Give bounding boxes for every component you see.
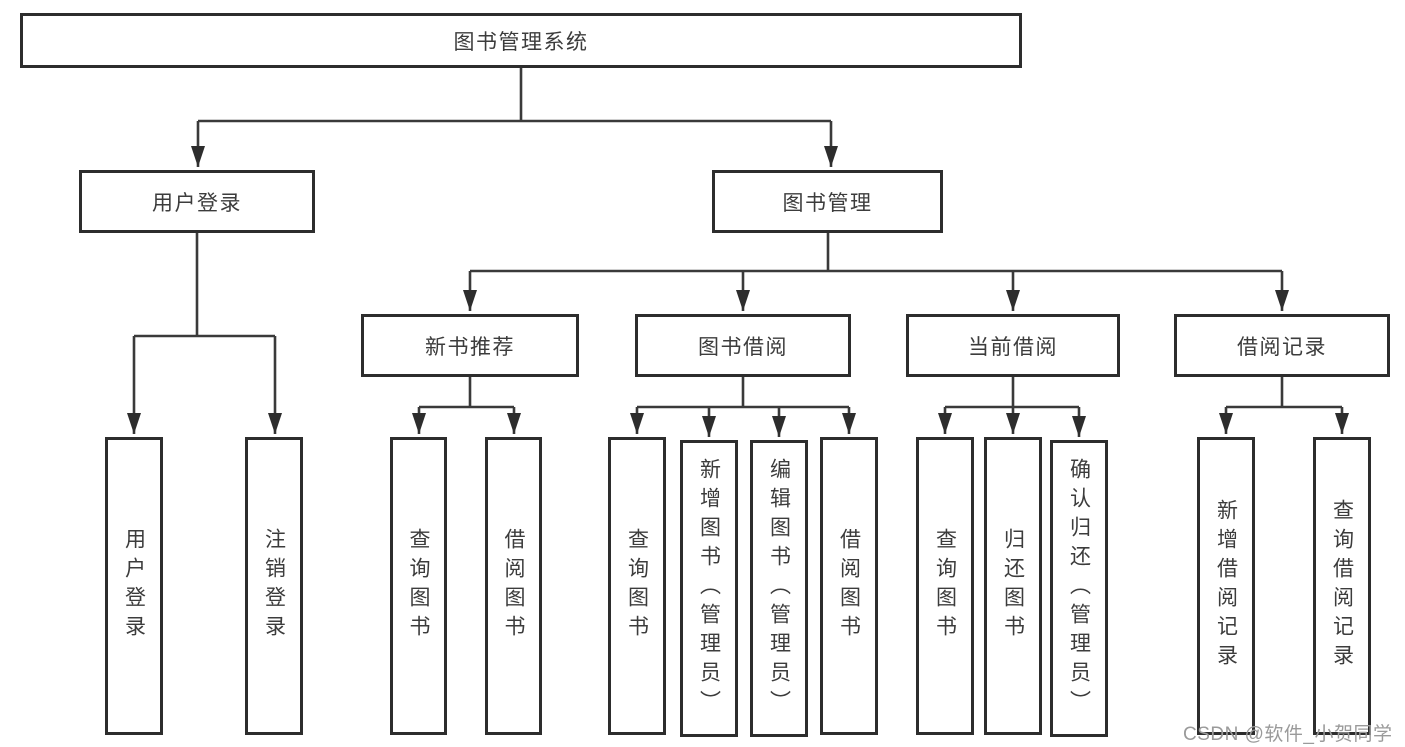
node-label: 图书管理系统 <box>453 30 589 54</box>
node-current-query-books: 查询图书 <box>916 437 974 735</box>
node-label: 图书借阅 <box>698 335 788 359</box>
node-add-book-admin: 新增图书（管理员） <box>680 440 738 737</box>
node-label: 当前借阅 <box>968 335 1058 359</box>
node-label: 用户登录 <box>122 528 146 644</box>
node-return-book: 归还图书 <box>984 437 1042 735</box>
node-user-login: 用户登录 <box>79 170 315 233</box>
node-label: 查询图书 <box>407 528 430 644</box>
node-add-borrow-record: 新增借阅记录 <box>1197 437 1255 735</box>
node-new-book-recommend: 新书推荐 <box>361 314 579 377</box>
node-book-management: 图书管理 <box>712 170 943 233</box>
node-label: 查询图书 <box>933 528 957 644</box>
node-recommend-borrow-books: 借阅图书 <box>485 437 542 735</box>
node-label: 新增借阅记录 <box>1214 499 1238 673</box>
node-label: 借阅记录 <box>1237 335 1327 359</box>
node-label: 查询借阅记录 <box>1330 499 1354 673</box>
node-confirm-return-admin: 确认归还（管理员） <box>1050 440 1108 737</box>
node-book-borrow: 图书借阅 <box>635 314 851 377</box>
node-query-borrow-record: 查询借阅记录 <box>1313 437 1371 735</box>
node-edit-book-admin: 编辑图书（管理员） <box>750 440 808 737</box>
node-label: 确认归还（管理员） <box>1067 458 1091 719</box>
node-label: 图书管理 <box>782 191 873 215</box>
node-label: 新增图书（管理员） <box>697 458 721 719</box>
node-borrow-books: 借阅图书 <box>820 437 878 735</box>
node-label: 编辑图书（管理员） <box>767 458 791 719</box>
node-current-borrow: 当前借阅 <box>906 314 1120 377</box>
node-borrow-records: 借阅记录 <box>1174 314 1390 377</box>
csdn-watermark: CSDN @软件_小贺同学 <box>1183 724 1393 745</box>
node-label: 注销登录 <box>262 528 286 644</box>
node-label: 新书推荐 <box>425 335 515 359</box>
node-label: 借阅图书 <box>502 528 525 644</box>
node-logout: 注销登录 <box>245 437 303 735</box>
node-label: 用户登录 <box>152 191 242 215</box>
node-library-system: 图书管理系统 <box>20 13 1022 68</box>
node-label: 借阅图书 <box>837 528 861 644</box>
node-label: 查询图书 <box>625 528 649 644</box>
node-borrow-query-books: 查询图书 <box>608 437 666 735</box>
node-recommend-query-books: 查询图书 <box>390 437 447 735</box>
node-label: 归还图书 <box>1001 528 1025 644</box>
node-user-login-action: 用户登录 <box>105 437 163 735</box>
